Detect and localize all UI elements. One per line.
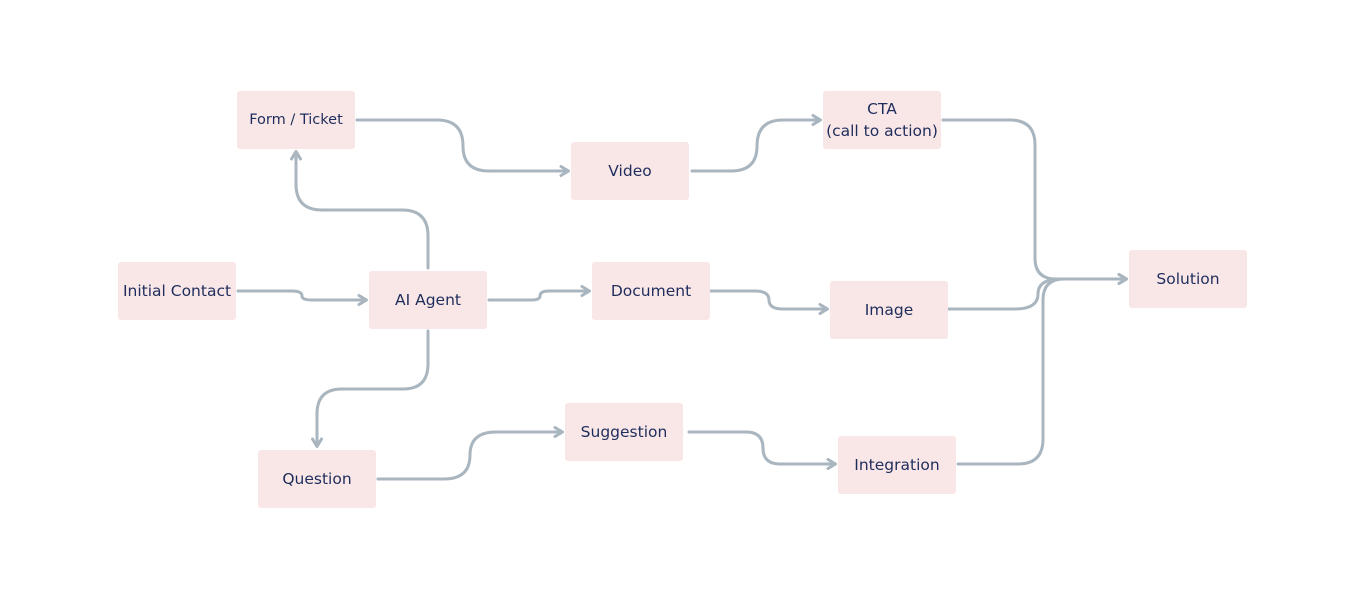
connector-video-to-cta [690, 114, 822, 173]
node-label: Solution [1156, 270, 1220, 288]
node-label: AI Agent [395, 291, 461, 309]
node-video[interactable]: Video [571, 142, 689, 200]
connector-image-to-solution [946, 273, 1128, 311]
node-label: Suggestion [580, 423, 668, 441]
connector-ai-agent-to-question [311, 329, 430, 448]
node-ai-agent[interactable]: AI Agent [369, 271, 487, 329]
node-suggestion[interactable]: Suggestion [565, 403, 683, 461]
connector-form-ticket-to-video [355, 118, 570, 177]
connector-document-to-image [709, 289, 829, 315]
connector-ai-agent-to-form-ticket [290, 150, 430, 270]
node-label: Form / Ticket [249, 112, 343, 128]
connector-suggestion-to-integration [687, 430, 837, 470]
connector-question-to-suggestion [376, 426, 564, 481]
connector-integration-to-solution [956, 273, 1128, 466]
node-document[interactable]: Document [592, 262, 710, 320]
connector-ai-agent-to-document [487, 285, 591, 302]
node-label: Image [864, 301, 914, 319]
node-label: Initial Contact [122, 282, 232, 300]
connector-initial-contact-to-ai-agent [236, 289, 368, 306]
node-label: Video [608, 162, 652, 180]
node-label: Integration [854, 456, 940, 474]
connector-cta-to-solution [941, 118, 1128, 285]
node-form-ticket[interactable]: Form / Ticket [237, 91, 355, 149]
node-image[interactable]: Image [830, 281, 948, 339]
node-initial-contact[interactable]: Initial Contact [118, 262, 236, 320]
node-cta[interactable]: CTA (call to action) [823, 91, 941, 149]
node-question[interactable]: Question [258, 450, 376, 508]
node-label: Document [610, 282, 692, 300]
node-label: CTA (call to action) [826, 100, 938, 140]
node-label: Question [282, 470, 352, 488]
node-integration[interactable]: Integration [838, 436, 956, 494]
node-solution[interactable]: Solution [1129, 250, 1247, 308]
